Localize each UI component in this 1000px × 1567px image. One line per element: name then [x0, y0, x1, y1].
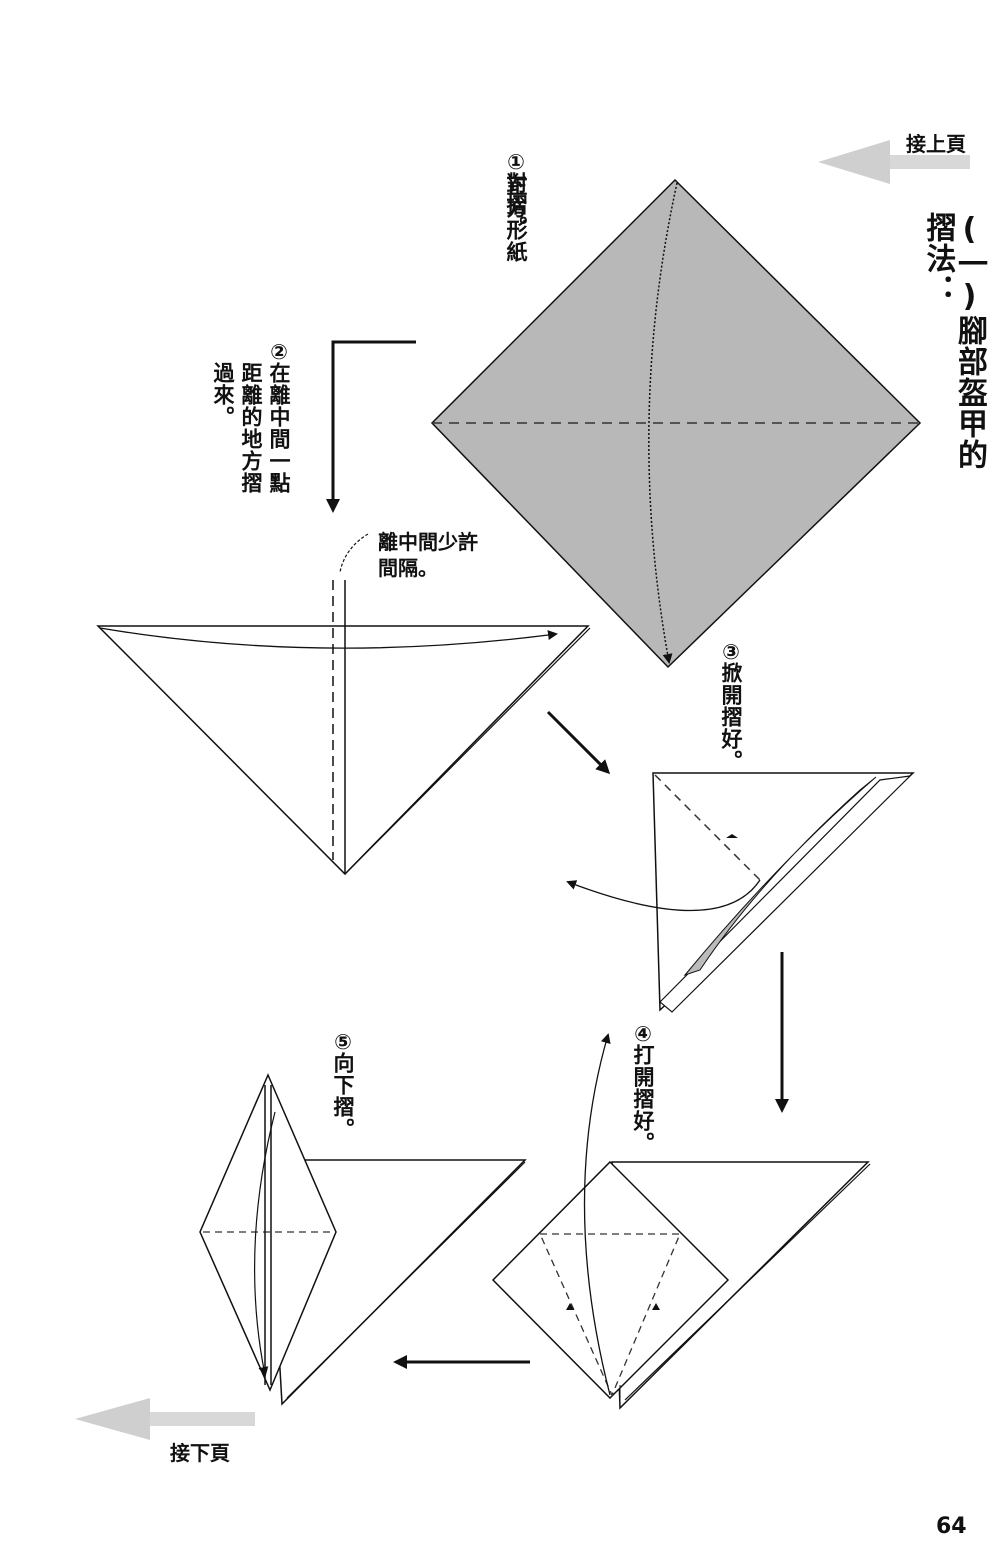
step1-text: ①正方形紙	[504, 150, 529, 263]
step1-text-line2: 對摺。	[504, 172, 529, 238]
step1-number: ①	[504, 150, 529, 175]
annotation-line1: 離中間少許	[378, 530, 478, 554]
next-page-arrow-icon	[75, 1398, 255, 1440]
step2-line2: 距離的地方摺	[239, 362, 264, 494]
step2-line3: 過來。	[211, 362, 236, 428]
step3-line1: 掀開摺好。	[719, 662, 744, 772]
section-title: (一)腳部盔甲的摺法：	[920, 212, 988, 470]
prev-page-arrow-icon	[818, 140, 970, 184]
step5-number: ⑤	[331, 1030, 356, 1055]
step5-shape	[199, 1073, 527, 1406]
arrow-to-step3	[546, 710, 611, 775]
step4-shape	[491, 1033, 871, 1410]
step3-shape	[566, 772, 915, 1013]
step2-number: ②	[267, 340, 292, 365]
step5-line1: 向下摺。	[331, 1052, 356, 1140]
step4-line1: 打開摺好。	[631, 1044, 656, 1154]
step3-number: ③	[719, 640, 744, 665]
step2-triangle	[96, 533, 591, 876]
annotation-line2: 間隔。	[378, 556, 438, 580]
page-number: 64	[936, 1514, 967, 1539]
step2-l-arrow	[326, 340, 416, 513]
prev-page-label[interactable]: 接上頁	[906, 132, 966, 156]
next-page-label[interactable]: 接下頁	[170, 1441, 230, 1465]
step4-number: ④	[631, 1022, 656, 1047]
step1-square	[430, 178, 922, 669]
step1-line1: 正方形紙	[504, 175, 529, 263]
step2-line1: 在離中間一點	[267, 362, 292, 494]
